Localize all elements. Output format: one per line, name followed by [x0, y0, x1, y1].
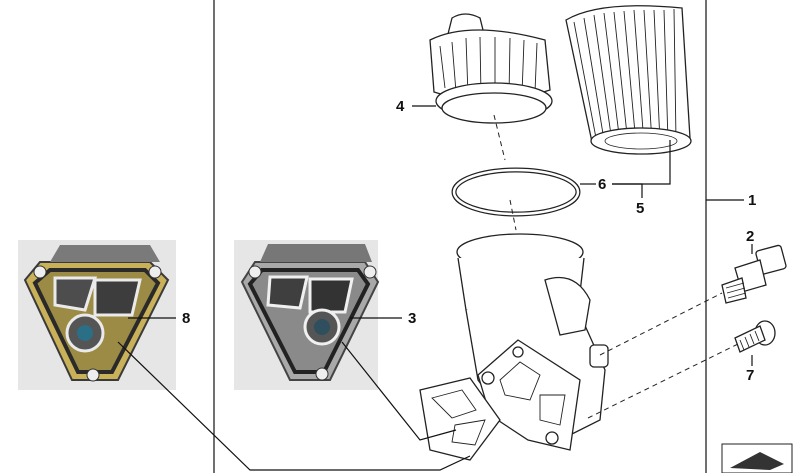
oil-filter-cap [429, 13, 553, 124]
oil-filter-element [565, 5, 692, 155]
assembly-lines [493, 114, 739, 419]
diagram-frame [213, 0, 707, 473]
mounting-bolt [734, 320, 776, 353]
callout-4: 4 [396, 98, 405, 115]
callouts: 1 2 3 4 5 6 7 8 [182, 98, 756, 384]
gasket-photo-8 [18, 240, 176, 390]
o-ring [451, 167, 581, 217]
callout-5: 5 [636, 200, 644, 217]
callout-2: 2 [746, 228, 754, 245]
callout-3: 3 [408, 310, 416, 327]
housing-gasket [419, 377, 501, 461]
gasket-photo-3 [234, 240, 380, 390]
leader-lines [117, 105, 753, 471]
oil-filter-housing [456, 233, 609, 451]
callout-1: 1 [748, 192, 756, 209]
callout-8: 8 [182, 310, 190, 327]
callout-6: 6 [598, 176, 606, 193]
oil-sensor [721, 244, 787, 304]
corner-symbol-icon [721, 443, 793, 473]
callout-7: 7 [746, 367, 754, 384]
